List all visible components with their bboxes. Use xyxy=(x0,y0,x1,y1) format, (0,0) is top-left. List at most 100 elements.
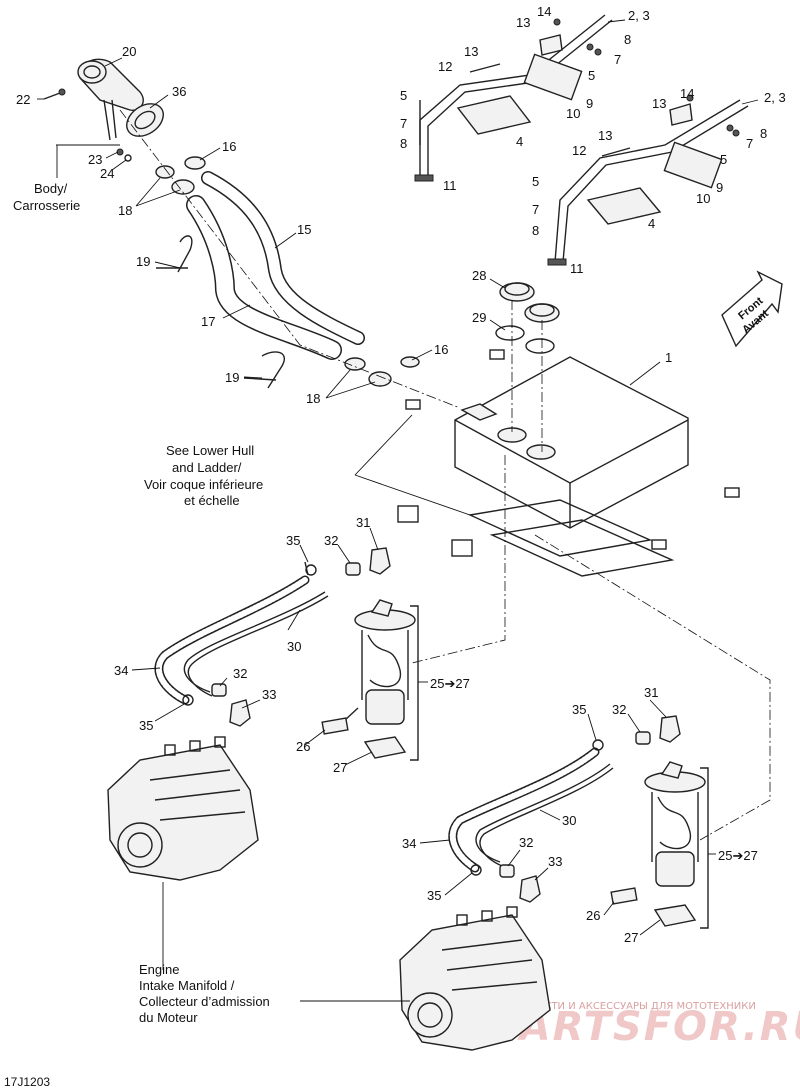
fuel-lines-left xyxy=(154,575,329,705)
fittings-left xyxy=(182,547,391,727)
callout-11-top: 11 xyxy=(443,178,457,193)
callout-10-top: 10 xyxy=(566,106,580,121)
callout-34-right: 34 xyxy=(402,836,416,851)
filler-hose-15 xyxy=(201,171,365,345)
callout-13-right-b: 13 xyxy=(598,128,612,143)
leader-lines xyxy=(37,19,759,1002)
callout-22: 22 xyxy=(16,92,30,107)
callout-10-right: 10 xyxy=(696,191,710,206)
tie-wraps xyxy=(156,235,285,389)
callout-16-top: 16 xyxy=(222,139,236,154)
callout-32-left-top: 32 xyxy=(324,533,338,548)
callout-18-top: 18 xyxy=(118,203,132,218)
callout-33-right: 33 xyxy=(548,854,562,869)
note-hull-line4: et échelle xyxy=(184,493,240,508)
note-hull-line2: and Ladder/ xyxy=(172,460,242,475)
callout-8-top-left: 8 xyxy=(400,136,407,151)
hull-blocks xyxy=(397,349,740,577)
note-engine-line3: Collecteur d’admission xyxy=(139,994,270,1009)
callout-34-left: 34 xyxy=(114,663,128,678)
note-engine-line4: du Moteur xyxy=(139,1010,198,1025)
range-25-27-right: 25➔27 xyxy=(718,848,758,863)
callout-35-left-top: 35 xyxy=(286,533,300,548)
drawing-code: 17J1203 xyxy=(4,1075,50,1089)
callout-31-right: 31 xyxy=(644,685,658,700)
callout-13-top-b: 13 xyxy=(464,44,478,59)
note-hull-line1: See Lower Hull xyxy=(166,443,254,458)
callout-28: 28 xyxy=(472,268,486,283)
callout-36: 36 xyxy=(172,84,186,99)
callout-7-top-left: 7 xyxy=(400,116,407,131)
watermark-tagline: ЗАПЧАСТИ И АКСЕССУАРЫ ДЛЯ МОТОТЕХНИКИ xyxy=(510,1001,756,1012)
callout-32-right-bottom: 32 xyxy=(519,835,533,850)
note-engine: Engine Intake Manifold / Collecteur d’ad… xyxy=(139,962,270,1025)
callout-20: 20 xyxy=(122,44,136,59)
filler-neck-assembly xyxy=(43,58,164,162)
callout-19-bottom: 19 xyxy=(225,370,239,385)
callout-32-left-bottom: 32 xyxy=(233,666,247,681)
note-engine-line1: Engine xyxy=(139,962,179,977)
callout-30-right: 30 xyxy=(562,813,576,828)
front-direction-arrow: Front Avant xyxy=(721,270,783,348)
callout-27-right: 27 xyxy=(624,930,638,945)
engine-manifold-left xyxy=(107,736,259,881)
callout-5-right-left: 5 xyxy=(532,174,539,189)
callout-12-top: 12 xyxy=(438,59,452,74)
callout-numbers: 20 36 22 23 24 16 18 15 19 17 19 18 16 1… xyxy=(16,4,786,945)
callout-35-right-top: 35 xyxy=(572,702,586,717)
callout-26-right: 26 xyxy=(586,908,600,923)
callout-9-right: 9 xyxy=(716,180,723,195)
callout-1: 1 xyxy=(665,350,672,365)
callout-16-bottom: 16 xyxy=(434,342,448,357)
note-body: Body/ Carrosserie xyxy=(13,181,80,213)
callout-26-left: 26 xyxy=(296,739,310,754)
callout-33-left: 33 xyxy=(262,687,276,702)
callout-7-right: 7 xyxy=(746,136,753,151)
range-25-27-left: 25➔27 xyxy=(430,676,470,691)
callout-30-left: 30 xyxy=(287,639,301,654)
fuel-tank xyxy=(454,356,689,529)
callout-29: 29 xyxy=(472,310,486,325)
callout-12-right: 12 xyxy=(572,143,586,158)
callout-7-right-left: 7 xyxy=(532,202,539,217)
note-engine-line2: Intake Manifold / xyxy=(139,978,235,993)
callout-11-right: 11 xyxy=(570,261,584,276)
callout-5-top-right: 5 xyxy=(588,68,595,83)
callout-9-top: 9 xyxy=(586,96,593,111)
note-hull-line3: Voir coque inférieure xyxy=(144,477,263,492)
callout-5-top-left: 5 xyxy=(400,88,407,103)
callout-13-top-a: 13 xyxy=(516,15,530,30)
callout-14-right: 14 xyxy=(680,86,694,101)
hose-clamps xyxy=(155,156,420,387)
callout-31-left: 31 xyxy=(356,515,370,530)
fuel-pump-module-left xyxy=(321,599,419,761)
callout-23: 23 xyxy=(88,152,102,167)
callout-35-right-bottom: 35 xyxy=(427,888,441,903)
pump-ring-nuts xyxy=(495,282,560,354)
callout-19-top: 19 xyxy=(136,254,150,269)
fittings-right xyxy=(470,715,681,903)
callout-2-3-top: 2, 3 xyxy=(628,8,650,23)
callout-7-top: 7 xyxy=(614,52,621,67)
filler-hose-17 xyxy=(186,195,342,360)
callout-5-right: 5 xyxy=(720,152,727,167)
note-lower-hull: See Lower Hull and Ladder/ Voir coque in… xyxy=(144,443,263,508)
callout-8-right-left: 8 xyxy=(532,223,539,238)
callout-32-right-top: 32 xyxy=(612,702,626,717)
engine-manifold-right xyxy=(399,906,551,1051)
callout-17: 17 xyxy=(201,314,215,329)
callout-24: 24 xyxy=(100,166,114,181)
callout-35-left-bottom: 35 xyxy=(139,718,153,733)
note-body-line2: Carrosserie xyxy=(13,198,80,213)
callout-8-top: 8 xyxy=(624,32,631,47)
callout-4-top: 4 xyxy=(516,134,523,149)
callout-13-right-a: 13 xyxy=(652,96,666,111)
assembly-lines xyxy=(119,109,771,841)
tank-strap-right xyxy=(547,94,749,266)
fuel-pump-module-right xyxy=(610,761,709,929)
note-body-line1: Body/ xyxy=(34,181,68,196)
callout-14-top: 14 xyxy=(537,4,551,19)
callout-15: 15 xyxy=(297,222,311,237)
callout-2-3-right: 2, 3 xyxy=(764,90,786,105)
